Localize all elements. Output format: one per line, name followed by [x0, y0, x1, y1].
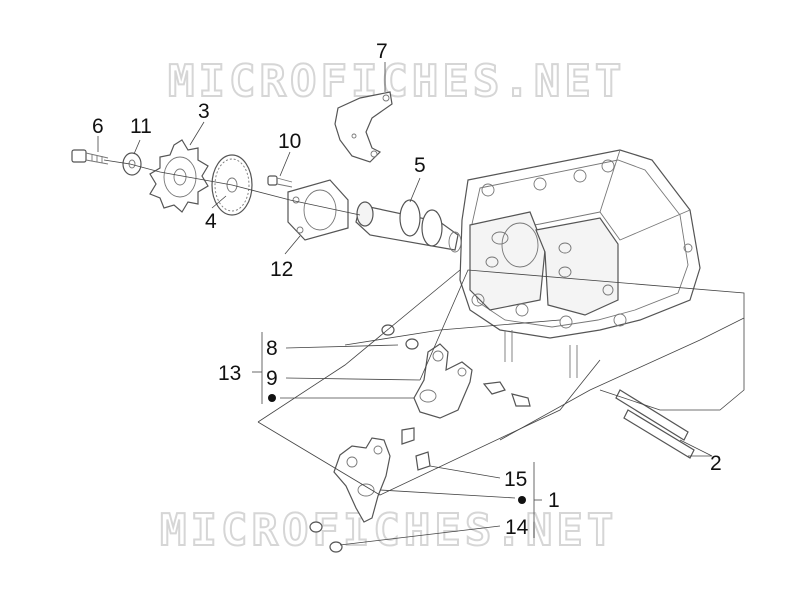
camshaft-5: [355, 199, 462, 253]
callout-11: 11: [130, 115, 152, 138]
callout-5: 5: [414, 154, 426, 177]
washer-11: [122, 152, 142, 176]
dowel-pins-2: [615, 389, 695, 459]
callout-6: 6: [92, 115, 104, 138]
callout-3: 3: [198, 100, 210, 123]
pulley-3: [149, 139, 209, 213]
cylinder-head: [459, 149, 701, 378]
adjuster-screws: [309, 324, 531, 553]
flange-12: [287, 179, 349, 241]
watermark-bottom: MICROFICHES.NET: [160, 505, 617, 556]
bracket-1: [533, 462, 542, 538]
rocker-arm-lower: [333, 437, 391, 523]
assembly-lines: [103, 159, 745, 496]
callout-10: 10: [278, 130, 301, 153]
callout-7: 7: [376, 40, 388, 63]
callout-2: 2: [710, 452, 722, 475]
bracket-13: [252, 332, 263, 404]
callout-9: 9: [266, 367, 278, 390]
callout-15: 15: [504, 468, 527, 491]
plate-7: [334, 91, 393, 163]
watermark-top: MICROFICHES.NET: [168, 56, 625, 107]
dot-marker-13: [268, 394, 276, 402]
screw-10: [267, 175, 293, 188]
callout-14: 14: [505, 516, 529, 539]
callout-13: 13: [218, 362, 241, 385]
dot-marker-1: [518, 496, 526, 504]
callout-4: 4: [205, 210, 217, 233]
rocker-arm-upper: [413, 343, 473, 419]
leader-lines: [97, 62, 713, 546]
callout-1: 1: [548, 489, 560, 512]
bolt-6: [71, 149, 109, 165]
callout-12: 12: [270, 258, 293, 281]
callout-8: 8: [266, 337, 278, 360]
